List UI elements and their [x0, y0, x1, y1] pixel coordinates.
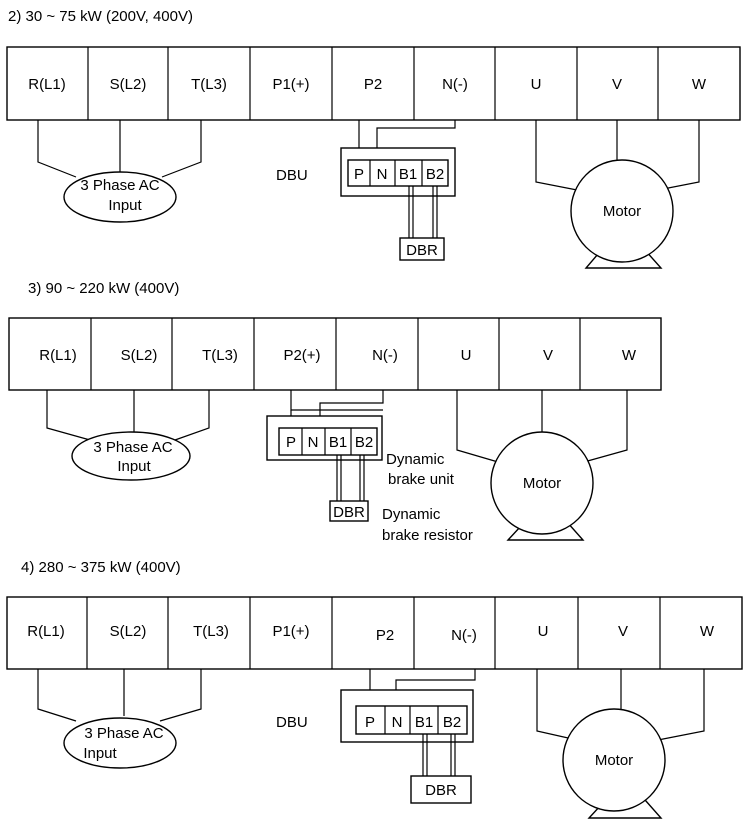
- terminal-label: P2: [364, 76, 382, 93]
- terminal-label: W: [692, 76, 707, 93]
- dbu-caption: Dynamic: [386, 451, 445, 468]
- terminal-label: V: [612, 76, 622, 93]
- ac-input-label: Input: [108, 197, 142, 214]
- ac-input-label: 3 Phase AC: [93, 439, 172, 456]
- dbu-label: DBU: [276, 714, 308, 731]
- section-title: 4) 280 ~ 375 kW (400V): [21, 559, 181, 576]
- terminal-label: V: [543, 347, 553, 364]
- dbu-terminal: B1: [415, 714, 433, 731]
- terminal-label: S(L2): [110, 623, 147, 640]
- terminal-label: S(L2): [121, 347, 158, 364]
- terminal-label: U: [538, 623, 549, 640]
- dbu-caption: brake unit: [388, 471, 455, 488]
- resistor-caption: brake resistor: [382, 527, 473, 544]
- motor-label: Motor: [523, 475, 561, 492]
- terminal-label: P1(+): [272, 76, 309, 93]
- terminal-label: T(L3): [193, 623, 229, 640]
- terminal-block: R(L1) S(L2) T(L3) P1(+) P2 N(-) U V W: [6, 596, 743, 670]
- dbu-terminal: N: [308, 434, 319, 451]
- resistor-caption: Dynamic: [382, 506, 441, 523]
- terminal-label: U: [531, 76, 542, 93]
- dbu-terminal: P: [354, 166, 364, 183]
- section-30-75kw: 2) 30 ~ 75 kW (200V, 400V) R(L1) S(L2) T…: [6, 8, 741, 269]
- ac-input: 3 Phase AC Input: [37, 120, 202, 223]
- terminal-label: W: [700, 623, 715, 640]
- motor-label: Motor: [603, 203, 641, 220]
- motor: Motor: [456, 390, 628, 541]
- terminal-label: P2(+): [283, 347, 320, 364]
- brake-resistor: [329, 500, 369, 522]
- resistor-label: DBR: [333, 504, 365, 521]
- terminal-label: U: [461, 347, 472, 364]
- terminal-label: R(L1): [27, 623, 65, 640]
- terminal-label: R(L1): [39, 347, 77, 364]
- terminal-label: T(L3): [191, 76, 227, 93]
- ac-input: 3 Phase AC Input: [46, 390, 210, 481]
- dbu: DBU P N B1 B2 DBR: [276, 669, 476, 804]
- ac-input-label: 3 Phase AC: [84, 725, 163, 742]
- terminal-label: P1(+): [272, 623, 309, 640]
- dbu-terminal: P: [286, 434, 296, 451]
- section-280-375kw: 4) 280 ~ 375 kW (400V) R(L1) S(L2) T(L3)…: [6, 559, 743, 819]
- dbu: DBU P N B1 B2 DBR: [276, 120, 456, 261]
- resistor-label: DBR: [406, 242, 438, 259]
- section-90-220kw: 3) 90 ~ 220 kW (400V) R(L1) S(L2) T(L3) …: [8, 280, 662, 544]
- terminal-label: S(L2): [110, 76, 147, 93]
- ac-input: 3 Phase AC Input: [37, 669, 202, 769]
- ac-input-label: Input: [83, 745, 117, 762]
- brake-resistor: [399, 237, 445, 261]
- motor: Motor: [536, 669, 705, 819]
- terminal-label: W: [622, 347, 637, 364]
- dbu-terminal: B2: [426, 166, 444, 183]
- ac-input-label: 3 Phase AC: [80, 177, 159, 194]
- dbu-terminal: N: [392, 714, 403, 731]
- dbu-terminal: B2: [355, 434, 373, 451]
- dbu: P N B1 B2 Dynamic brake unit DBR Dynamic…: [266, 390, 473, 544]
- terminal-label: R(L1): [28, 76, 66, 93]
- resistor-label: DBR: [425, 782, 457, 799]
- terminal-label: V: [618, 623, 628, 640]
- dbu-label: DBU: [276, 167, 308, 184]
- ac-input-label: Input: [117, 458, 151, 475]
- dbu-terminal: B2: [443, 714, 461, 731]
- brake-resistor: [410, 775, 472, 804]
- terminal-label: P2: [376, 627, 394, 644]
- section-title: 2) 30 ~ 75 kW (200V, 400V): [8, 8, 193, 25]
- terminal-label: N(-): [442, 76, 468, 93]
- terminal-block: R(L1) S(L2) T(L3) P2(+) N(-) U V W: [8, 317, 662, 391]
- dbu-terminal: N: [377, 166, 388, 183]
- terminal-label: N(-): [372, 347, 398, 364]
- motor: Motor: [535, 120, 700, 269]
- motor-label: Motor: [595, 752, 633, 769]
- terminal-label: T(L3): [202, 347, 238, 364]
- terminal-label: N(-): [451, 627, 477, 644]
- dbu-terminal: B1: [329, 434, 347, 451]
- section-title: 3) 90 ~ 220 kW (400V): [28, 280, 179, 297]
- dbu-terminal: P: [365, 714, 375, 731]
- dbu-terminal: B1: [399, 166, 417, 183]
- terminal-block: R(L1) S(L2) T(L3) P1(+) P2 N(-) U V W: [6, 46, 741, 121]
